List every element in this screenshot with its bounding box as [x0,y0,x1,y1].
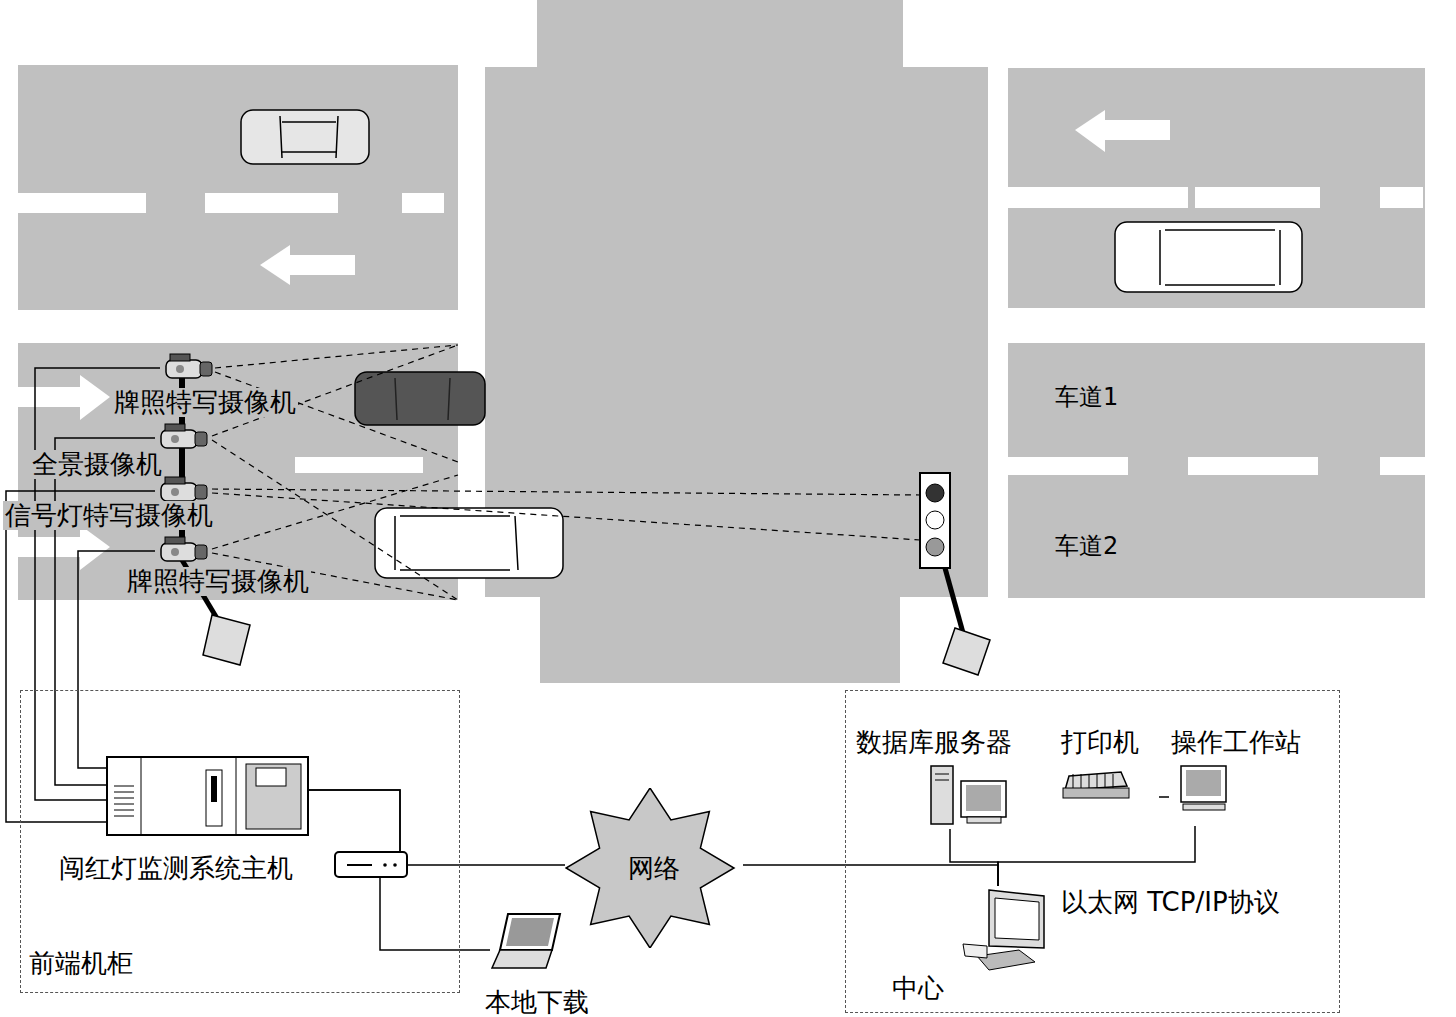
node-label: 信号灯特写摄像机 [3,501,215,530]
printer: 打印机 [1059,726,1159,806]
ethernet-computer: 以太网 TCP/IP协议 [959,886,1049,971]
node-label: 牌照特写摄像机 [112,388,298,417]
lane-marking [18,110,1425,570]
lane-label: 车道1 [1055,384,1118,410]
ethernet-computer-icon [959,886,1049,971]
node-label: 闯红灯监测系统主机 [59,854,293,883]
camera: 全景摄像机 [155,422,210,454]
laptop: 本地下载 [490,910,562,970]
wire [55,438,155,785]
network-switch [335,852,407,877]
node-label: 全景摄像机 [30,450,164,479]
node-label: 牌照特写摄像机 [125,567,311,596]
center-group: 中心 数据库服务器 打印机 操作工作站以太网 TCP/IP协议 [845,690,1340,1013]
node-label: 网络 [628,854,680,883]
laptop-icon [490,910,562,970]
lane-label: 车道2 [1055,533,1118,559]
wire [743,865,998,886]
network-cloud: 网络 [565,788,743,948]
host-unit-icon [106,756,309,836]
node-label: 操作工作站 [1171,728,1301,757]
road [18,0,1425,683]
workstation: 操作工作站 [1169,726,1329,826]
wire [950,829,998,886]
wire [998,826,1195,886]
node-label: 以太网 TCP/IP协议 [1059,888,1282,917]
camera: 牌照特写摄像机 [155,535,210,567]
wire [309,790,490,950]
view-line [212,345,920,600]
node-label: 前端机柜 [29,949,133,978]
wire [1159,796,1169,798]
camera: 牌照特写摄像机 [160,352,215,384]
cabinet-group: 前端机柜 闯红灯监测系统主机 [20,690,460,993]
database-server: 数据库服务器 [851,726,1046,829]
camera-icon [155,535,210,567]
camera-icon [160,352,215,384]
car [241,110,1302,578]
node-label: 数据库服务器 [856,728,1012,757]
camera: 信号灯特写摄像机 [155,475,210,507]
traffic-light [920,473,990,675]
node-label: 本地下载 [485,988,589,1017]
node-label: 打印机 [1061,728,1139,757]
node-label: 中心 [892,974,944,1003]
host-unit: 闯红灯监测系统主机 [106,756,309,836]
